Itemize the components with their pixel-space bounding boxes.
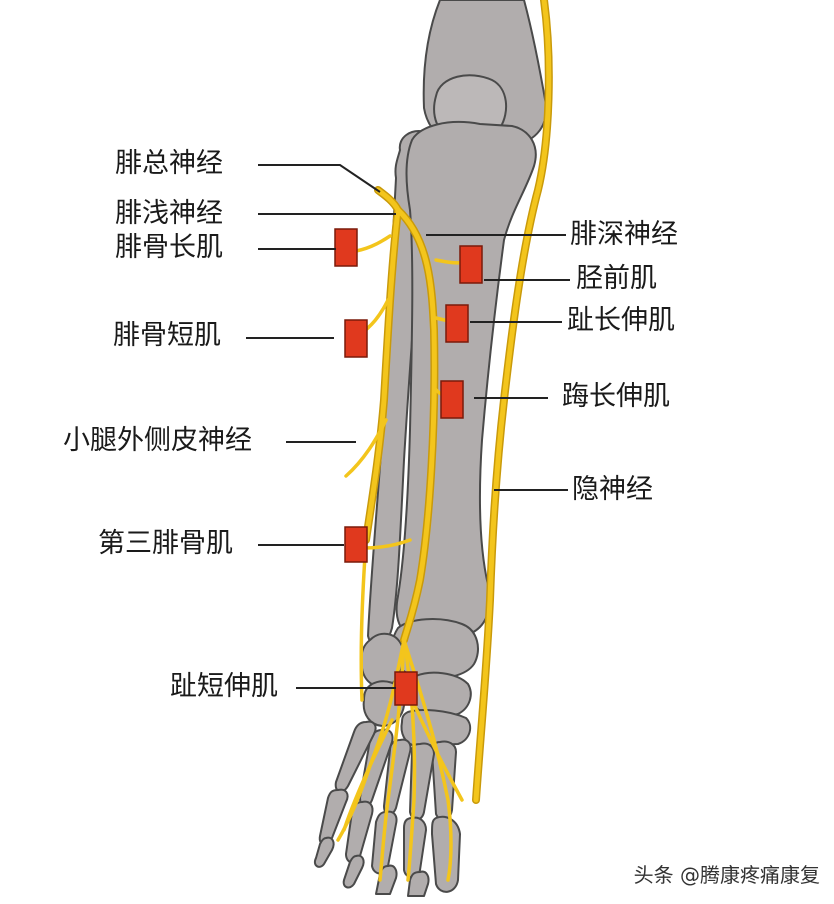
label-extensor-hallucis-longus: 踇长伸肌 (562, 381, 670, 412)
saphenous-nerve (473, 0, 552, 803)
marker-extensor-digitorum-brevis (394, 671, 418, 706)
label-superficial-peroneal-nerve: 腓浅神经 (115, 198, 223, 229)
marker-tibialis-anterior (459, 245, 483, 284)
label-extensor-digitorum-longus: 趾长伸肌 (567, 305, 675, 336)
watermark: 头条 @腾康疼痛康复 (633, 863, 820, 887)
muscle-markers (334, 228, 483, 706)
label-extensor-digitorum-brevis: 趾短伸肌 (170, 671, 278, 702)
marker-peroneus-longus (334, 228, 358, 267)
deep-peroneal-nerve (395, 207, 437, 643)
marker-extensor-digitorum-longus (445, 304, 469, 343)
label-common-peroneal-nerve: 腓总神经 (115, 148, 223, 179)
tibia (395, 120, 537, 639)
lateral-sural-cutaneous-nerve (344, 418, 388, 478)
label-peroneus-longus: 腓骨长肌 (115, 232, 223, 263)
marker-peroneus-brevis (344, 319, 368, 358)
marker-extensor-hallucis-longus (440, 380, 464, 419)
label-deep-peroneal-nerve: 腓深神经 (570, 219, 678, 250)
marker-peroneus-tertius (344, 526, 368, 563)
superficial-peroneal-nerve (363, 207, 401, 543)
label-tibialis-anterior: 胫前肌 (576, 263, 657, 294)
label-lateral-sural-cutaneous-nerve: 小腿外侧皮神经 (63, 425, 252, 456)
label-saphenous-nerve: 隐神经 (572, 474, 653, 505)
leader-lines (246, 164, 570, 689)
label-peroneus-brevis: 腓骨短肌 (113, 320, 221, 351)
label-peroneus-tertius: 第三腓骨肌 (98, 528, 233, 559)
